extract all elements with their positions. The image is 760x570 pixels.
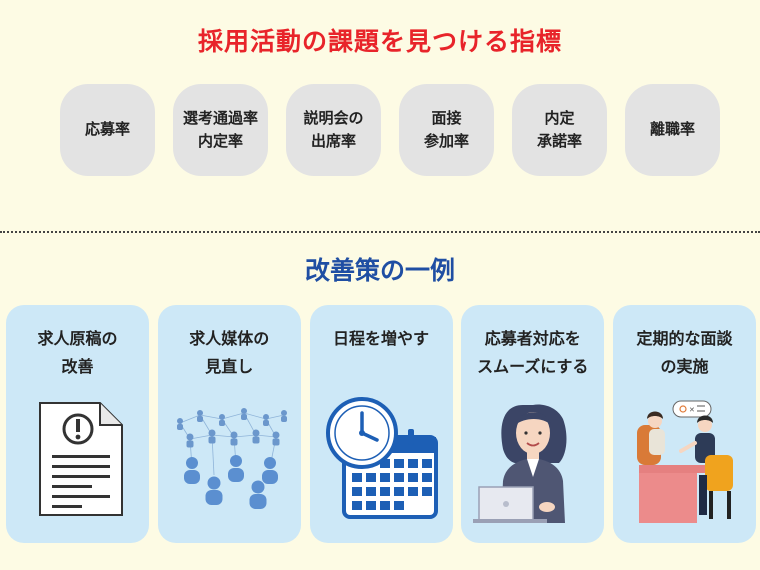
improvement-card-list: 求人原稿の 改善 求人媒体の 見直し — [6, 305, 756, 543]
page-title: 採用活動の課題を見つける指標 — [197, 27, 562, 56]
kpi-badge-interview-rate: 面接 参加率 — [399, 84, 494, 176]
section-title: 改善策の一例 — [304, 256, 455, 285]
kpi-badge-attendance-rate: 説明会の 出席率 — [286, 84, 381, 176]
kpi-badge-application-rate: 応募率 — [60, 84, 155, 176]
improvement-card-more-dates: 日程を増やす — [309, 305, 453, 543]
improvement-card-job-posting: 求人原稿の 改善 — [6, 305, 149, 543]
card-label: 求人媒体の 見直し — [189, 329, 270, 376]
card-label: 求人原稿の 改善 — [37, 329, 118, 376]
card-label: 定期的な面談 の実施 — [636, 329, 733, 376]
improvement-card-smooth-response: 応募者対応を スムーズにする — [461, 305, 605, 543]
svg-text:✕: ✕ — [689, 406, 695, 414]
improvement-card-media-review: 求人媒体の 見直し — [157, 305, 301, 543]
woman-laptop-icon — [473, 404, 567, 523]
section-divider — [0, 231, 760, 233]
kpi-badge-pass-rate: 選考通過率 内定率 — [173, 84, 268, 176]
kpi-list: 応募率 選考通過率 内定率 説明会の 出席率 面接 参加率 内定 承諾率 離職率 — [60, 84, 720, 176]
card-label: 日程を増やす — [332, 329, 429, 348]
kpi-badge-turnover-rate: 離職率 — [625, 84, 720, 176]
card-label: 応募者対応を スムーズにする — [477, 329, 589, 376]
interview-meeting-icon: ✕ — [637, 400, 733, 523]
document-warning-icon — [39, 402, 123, 516]
clock-calendar-icon — [325, 397, 438, 519]
kpi-badge-acceptance-rate: 内定 承諾率 — [512, 84, 607, 176]
improvement-card-regular-interviews: 定期的な面談 の実施 ✕ — [613, 305, 756, 543]
network-people-icon — [176, 408, 287, 509]
